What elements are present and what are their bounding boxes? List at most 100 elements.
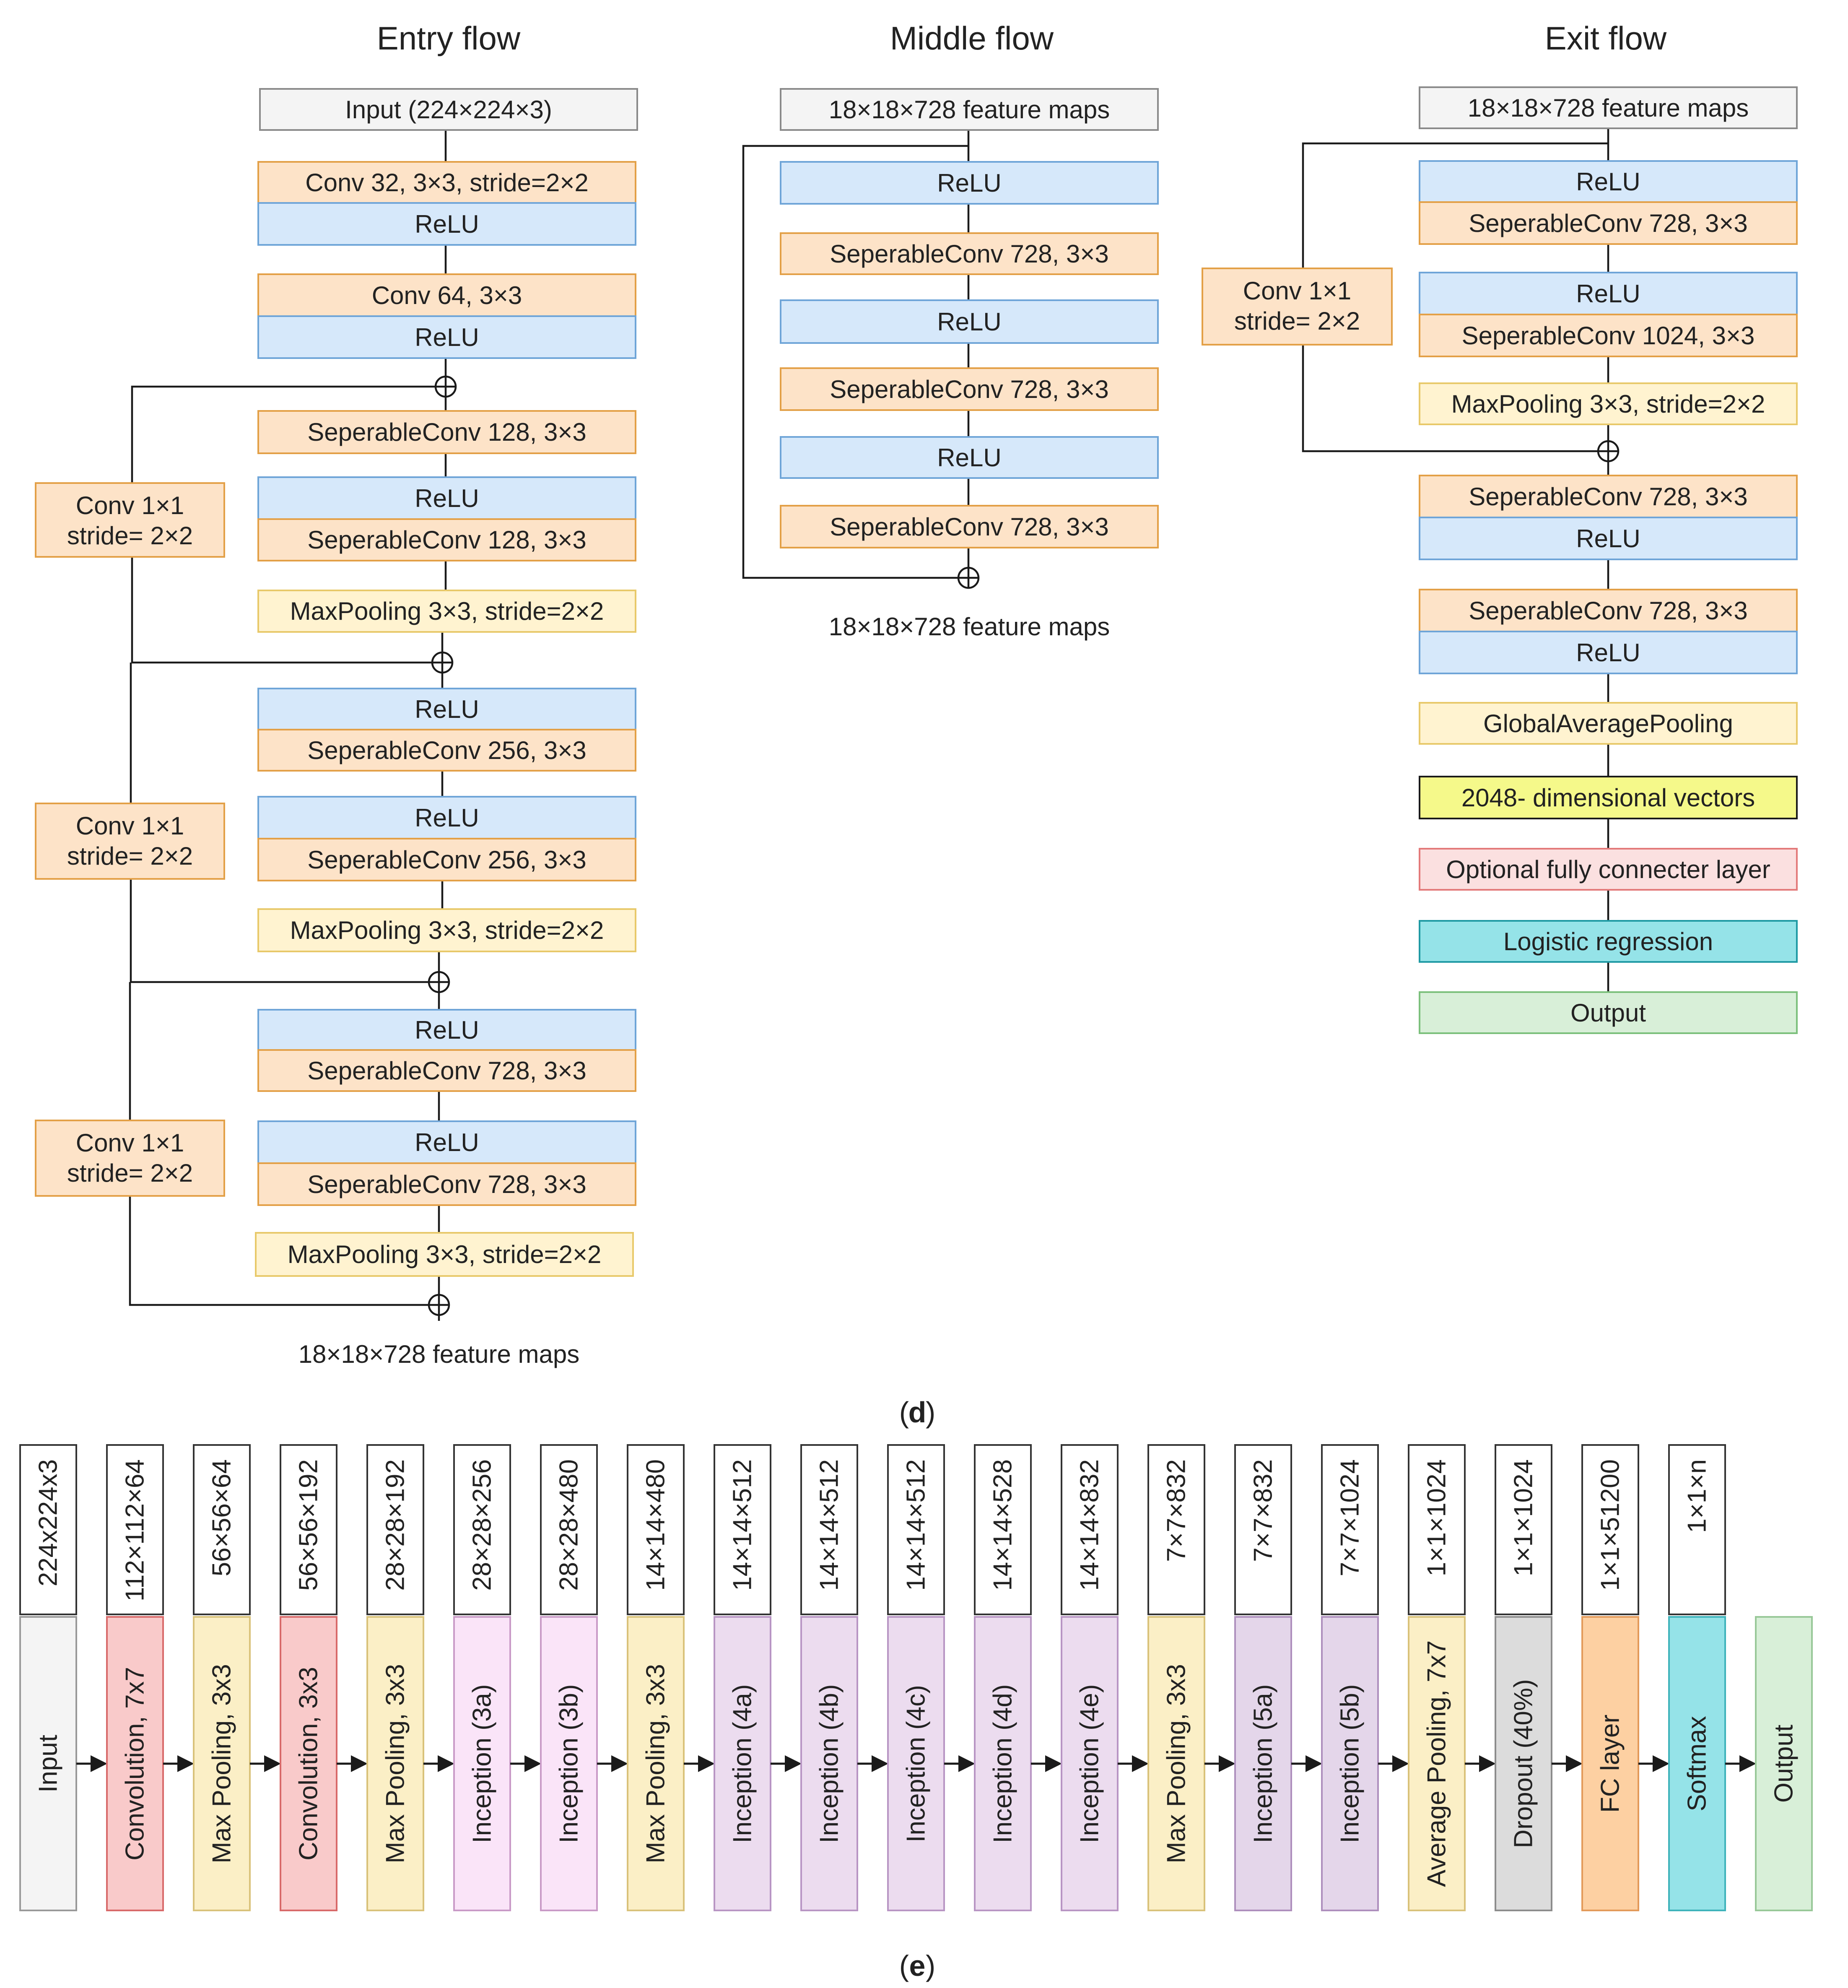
exit-output-label: Output [1570,999,1646,1027]
entry-b3-sepconv1-box [257,1049,636,1092]
layer-label: Inception (5a) [1249,1684,1278,1843]
exit-sepconv1-label: SeperableConv 728, 3×3 [1469,209,1748,237]
shape-box [1321,1444,1379,1615]
entry-b2-relu1-label: ReLU [415,695,479,723]
exit-maxpool-label: MaxPooling 3×3, stride=2×2 [1451,390,1765,418]
shape-label: 28×28×192 [381,1459,410,1591]
entry-skip-conv1-line1: Conv 1×1 [76,491,184,520]
layer-box [1408,1616,1466,1911]
entry-b2-relu1-box [257,688,636,730]
layer-box [1234,1616,1292,1911]
middle-sepconv2-label: SeperableConv 728, 3×3 [830,375,1109,403]
entry-b1-sepconv2-box [257,518,636,561]
shape-box [453,1444,511,1615]
shape-box [1495,1444,1552,1615]
shape-box [887,1444,945,1615]
shape-label: 28×28×256 [468,1459,497,1591]
shape-label: 28×28×480 [555,1459,584,1591]
middle-flow-title: Middle flow [890,20,1054,57]
entry-input-label: Input (224×224×3) [345,96,552,124]
shape-label: 14×14×832 [1075,1459,1104,1591]
shape-box [714,1444,771,1615]
shape-label: 112×112×64 [121,1459,150,1601]
pipeline-stage: 1×1×51200 FC layer [1581,1444,1639,1911]
layer-label: Convolution, 7x7 [121,1667,150,1861]
svg-text:(: ( [899,1396,909,1429]
shape-box [627,1444,685,1615]
layer-box [887,1616,945,1911]
shape-box [106,1444,164,1615]
shape-box [1147,1444,1205,1615]
shape-box [1234,1444,1292,1615]
exit-flow: Exit flow 18×18×728 feature maps ReLU Se… [1202,20,1798,1034]
entry-input-box [259,88,638,131]
shape-label: 14×14×528 [989,1459,1017,1591]
exit-sepconv3-box [1419,475,1798,518]
shape-label: 56×56×64 [208,1459,236,1576]
exit-vector-box [1419,776,1798,819]
middle-sepconv1-box [780,232,1159,275]
exit-relu1-box [1419,160,1798,203]
pipeline-stage: Output [1755,1616,1813,1911]
layer-box [366,1616,424,1911]
entry-flow: Entry flow [35,20,638,1368]
exit-fc-box [1419,848,1798,891]
svg-text:): ) [926,1396,935,1429]
exit-relu4-box [1419,631,1798,674]
entry-b1-relu-label: ReLU [415,484,479,512]
entry-skip-conv3-box [35,1120,225,1197]
panel-e-letter: e [909,1949,926,1982]
entry-b3-relu2-label: ReLU [415,1128,479,1156]
exit-gap-box [1419,702,1798,745]
layer-box [1321,1616,1379,1911]
exit-sepconv4-label: SeperableConv 728, 3×3 [1469,597,1748,625]
entry-b2-maxpool-label: MaxPooling 3×3, stride=2×2 [290,916,604,944]
layer-box [1668,1616,1726,1911]
layer-label: Inception (4c) [902,1685,931,1842]
entry-b3-maxpool-box [255,1232,634,1277]
entry-b2-sepconv1-box [257,729,636,772]
shape-label: 1×1×51200 [1596,1459,1625,1591]
entry-skip-conv2-line1: Conv 1×1 [76,812,184,840]
shape-label: 7×7×832 [1249,1459,1278,1562]
shape-box [1668,1444,1726,1615]
entry-b2-relu2-label: ReLU [415,804,479,832]
panel-d-label: ( d ) [899,1396,936,1429]
shape-box [800,1444,858,1615]
exit-maxpool-box [1419,382,1798,425]
entry-conv2-box [257,273,636,317]
middle-sepconv1-label: SeperableConv 728, 3×3 [830,240,1109,268]
panel-e-label: ( e ) [899,1949,936,1982]
shape-label: 14×14×480 [641,1459,670,1591]
entry-b2-sepconv2-label: SeperableConv 256, 3×3 [307,846,587,874]
layer-box [1755,1616,1813,1911]
exit-logistic-box [1419,920,1798,963]
layer-box [193,1616,251,1911]
layer-box [540,1616,598,1911]
entry-skip-conv1-line2: stride= 2×2 [67,522,193,550]
layer-box [1495,1616,1552,1911]
shape-label: 7×7×832 [1162,1459,1191,1562]
exit-flow-connectors [1302,128,1620,992]
middle-flow-connectors [742,130,980,589]
middle-relu3-label: ReLU [937,444,1001,472]
entry-conv1-box [257,161,636,204]
middle-sepconv2-box [780,367,1159,411]
entry-skip-conv1-box [35,482,225,558]
shape-label: 7×7×1024 [1336,1459,1365,1576]
exit-sepconv3-label: SeperableConv 728, 3×3 [1469,483,1748,511]
layer-label: FC layer [1596,1715,1625,1813]
exit-relu3-label: ReLU [1576,525,1640,553]
exit-flow-title: Exit flow [1545,20,1667,57]
layer-label: Softmax [1683,1716,1712,1811]
shape-label: 14×14×512 [728,1459,757,1591]
exit-relu2-box [1419,272,1798,315]
entry-relu1-label: ReLU [415,210,479,238]
